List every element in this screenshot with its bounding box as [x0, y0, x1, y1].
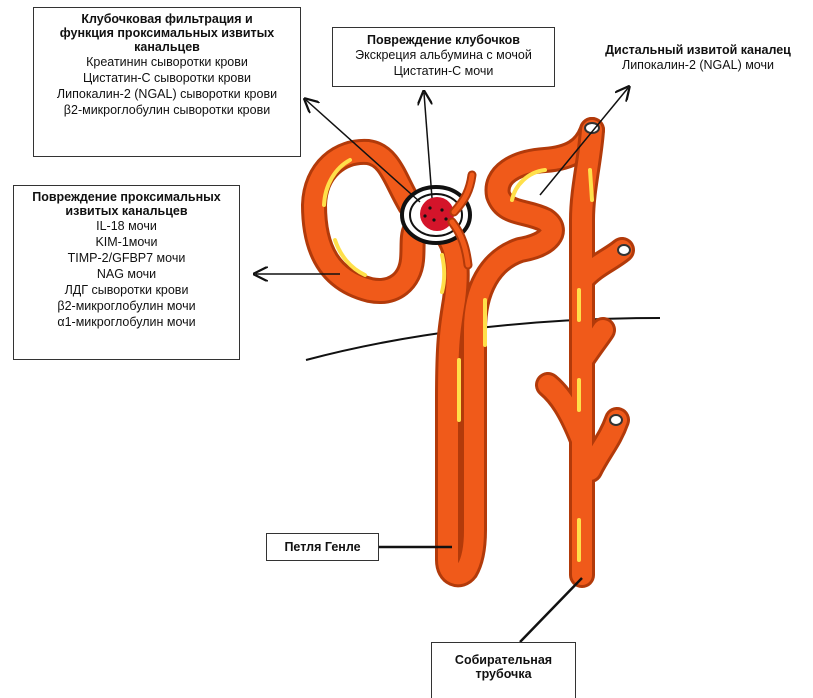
proximal-item: β2-микроглобулин мочи [14, 298, 239, 314]
glomerular-damage-label-box: Повреждение клубочков Экскреция альбумин… [332, 27, 555, 87]
proximal-item: KIM-1мочи [14, 234, 239, 250]
henle-title: Петля Генле [267, 540, 378, 554]
filtration-item: Креатинин сыворотки крови [34, 54, 300, 70]
collecting-duct-label-box: Собирательная трубочка [431, 642, 576, 698]
collecting-title-line-1: Собирательная [432, 653, 575, 667]
glomerular-title: Повреждение клубочков [333, 33, 554, 47]
arrow-glomerular [424, 93, 432, 198]
distal-item: Липокалин-2 (NGAL) мочи [588, 57, 808, 73]
proximal-damage-label-box: Повреждение проксимальных извитых каналь… [13, 185, 240, 360]
distal-tubule-label-box: Дистальный извитой каналец Липокалин-2 (… [587, 35, 809, 85]
proximal-item: α1-микроглобулин мочи [14, 314, 239, 330]
filtration-title-line-1: Клубочковая фильтрация и [34, 12, 300, 26]
proximal-title-line-1: Повреждение проксимальных [14, 190, 239, 204]
filtration-title-line-3: канальцев [34, 40, 300, 54]
leader-collecting [520, 578, 582, 642]
filtration-item: Цистатин-С сыворотки крови [34, 70, 300, 86]
filtration-item: Липокалин-2 (NGAL) сыворотки крови [34, 86, 300, 102]
filtration-label-box: Клубочковая фильтрация и функция проксим… [33, 7, 301, 157]
proximal-item: TIMP-2/GFBP7 мочи [14, 250, 239, 266]
loop-of-henle-label-box: Петля Генле [266, 533, 379, 561]
collecting-title-line-2: трубочка [432, 667, 575, 681]
distal-title: Дистальный извитой каналец [588, 43, 808, 57]
proximal-item: IL-18 мочи [14, 218, 239, 234]
filtration-item: β2-микроглобулин сыворотки крови [34, 102, 300, 118]
glomerular-item: Цистатин-С мочи [333, 63, 554, 79]
collecting-duct [548, 123, 630, 575]
proximal-item: NAG мочи [14, 266, 239, 282]
filtration-title-line-2: функция проксимальных извитых [34, 26, 300, 40]
glomerular-item: Экскреция альбумина с мочой [333, 47, 554, 63]
proximal-title-line-2: извитых канальцев [14, 204, 239, 218]
proximal-item: ЛДГ сыворотки крови [14, 282, 239, 298]
